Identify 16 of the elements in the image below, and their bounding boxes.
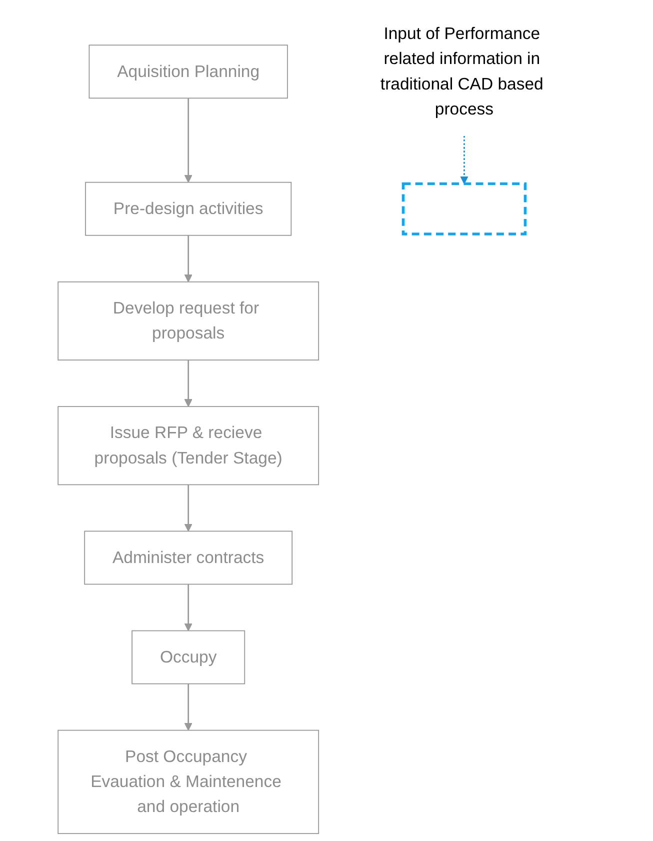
node-box: Pre-design activities [85,182,292,236]
arrow [184,684,193,731]
arrow [184,584,193,632]
arrow [184,235,193,282]
node-box: Occupy [132,630,246,684]
node-box: Aquisition Planning [88,44,288,99]
arrow [460,136,469,184]
node-box [402,182,527,236]
node-text: Input of Performance related information in traditional CAD based process [380,24,544,118]
node-box: Issue RFP & recieve proposals (Tender Stage) [58,406,320,486]
node-box: Develop request for proposals [58,281,320,360]
arrow [184,360,193,407]
arrow [184,484,193,532]
arrow [184,98,193,183]
node-box: Administer contracts [84,530,293,585]
node-box: Post Occupancy Evauation & Maintenence and operation [58,730,320,834]
